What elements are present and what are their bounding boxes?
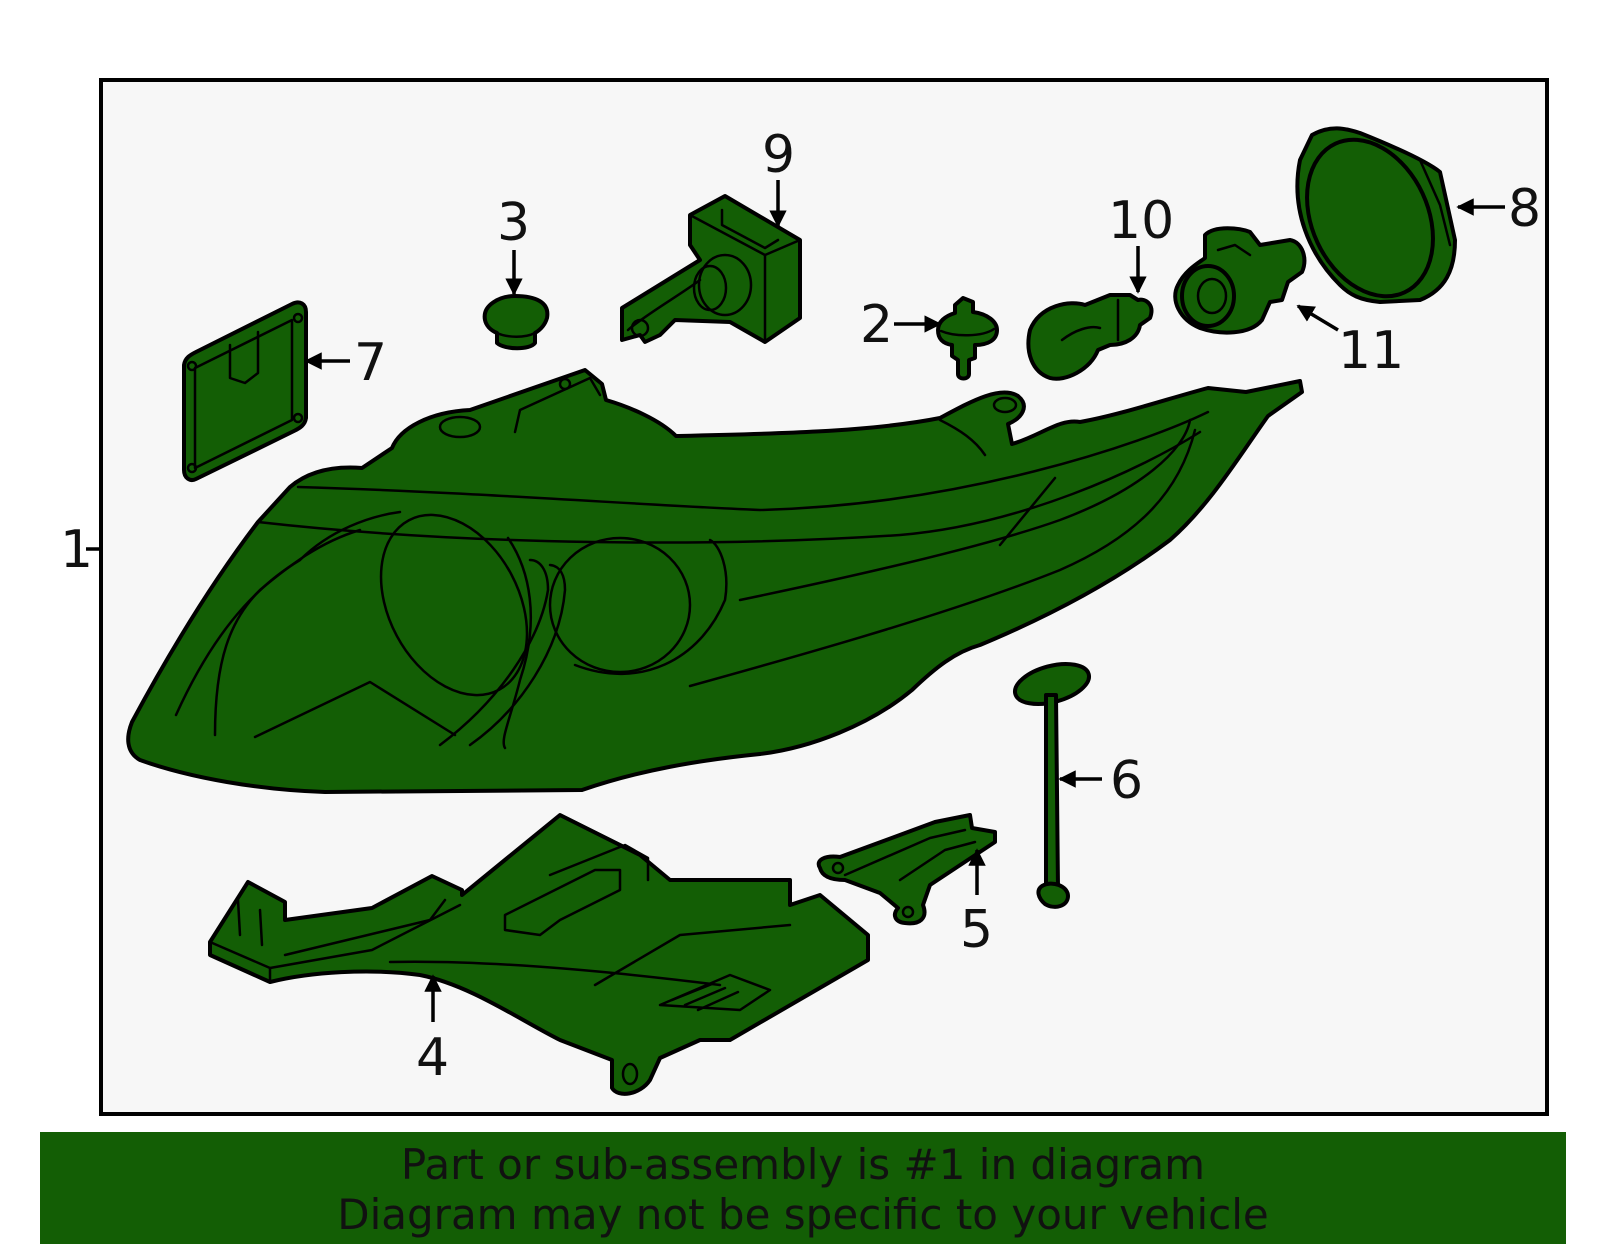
dust-cap[interactable] — [1283, 119, 1457, 317]
banner-line-2: Diagram may not be specific to your vehi… — [337, 1190, 1269, 1239]
headlamp-assembly[interactable] — [126, 368, 1304, 794]
leader-lines — [86, 180, 1505, 1022]
lower-bracket[interactable] — [208, 813, 870, 1096]
callout-6: 6 — [1110, 751, 1143, 811]
callout-1: 1 — [60, 520, 93, 580]
small-bracket[interactable] — [816, 813, 997, 926]
callout-9: 9 — [762, 125, 795, 185]
callout-7: 7 — [354, 333, 387, 393]
cover-plate[interactable] — [182, 300, 308, 482]
hid-bulb[interactable] — [620, 194, 802, 344]
plug-part[interactable] — [482, 294, 550, 351]
adjuster-rod[interactable] — [1011, 657, 1094, 909]
callout-11: 11 — [1338, 321, 1404, 381]
bulb-socket[interactable] — [1173, 226, 1307, 335]
callout-5: 5 — [960, 900, 993, 960]
callout-4: 4 — [416, 1028, 449, 1088]
callout-8: 8 — [1508, 179, 1541, 239]
callout-3: 3 — [497, 193, 530, 253]
small-bulb[interactable] — [1026, 293, 1154, 381]
info-banner: Part or sub-assembly is #1 in diagram Di… — [40, 1132, 1566, 1244]
leader-line-11 — [1296, 304, 1339, 332]
banner-line-1: Part or sub-assembly is #1 in diagram — [400, 1140, 1206, 1189]
callout-labels: 1 2 3 4 5 6 7 8 9 10 11 — [60, 125, 1541, 1088]
callout-10: 10 — [1108, 191, 1174, 251]
callout-2: 2 — [860, 295, 893, 355]
